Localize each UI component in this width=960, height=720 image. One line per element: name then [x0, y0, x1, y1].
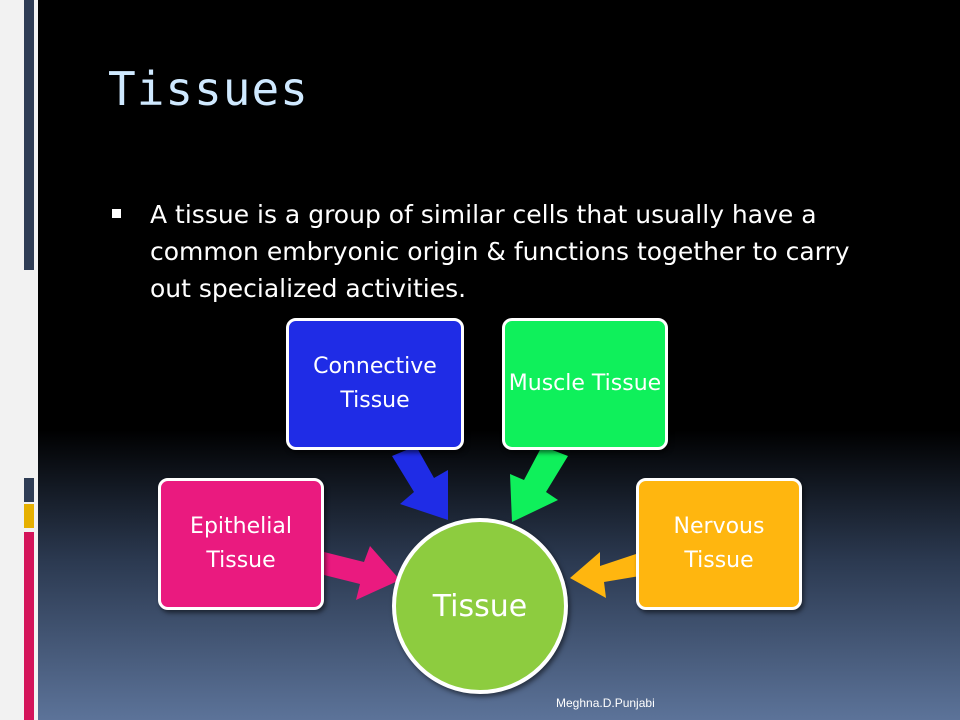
side-strip-top	[24, 0, 34, 270]
side-bar	[0, 0, 38, 720]
arrow-connective-icon	[392, 446, 448, 520]
node-nervous-tissue: Nervous Tissue	[636, 478, 802, 610]
square-bullet-icon	[112, 209, 121, 218]
slide-title: Tissues	[108, 62, 309, 116]
node-muscle-tissue: Muscle Tissue	[502, 318, 668, 450]
side-strip-dark	[24, 478, 34, 502]
footer-author: Meghna.D.Punjabi	[556, 696, 655, 710]
arrow-nervous-icon	[570, 552, 640, 598]
arrow-muscle-icon	[510, 446, 568, 522]
bullet-point: A tissue is a group of similar cells tha…	[112, 196, 892, 307]
arrow-epithelial-icon	[320, 546, 400, 600]
node-tissue-center: Tissue	[392, 518, 568, 694]
side-strip-gold	[24, 504, 34, 528]
side-strip-pink	[24, 532, 34, 720]
node-epithelial-tissue: Epithelial Tissue	[158, 478, 324, 610]
node-connective-tissue: Connective Tissue	[286, 318, 464, 450]
bullet-text: A tissue is a group of similar cells tha…	[150, 200, 850, 303]
